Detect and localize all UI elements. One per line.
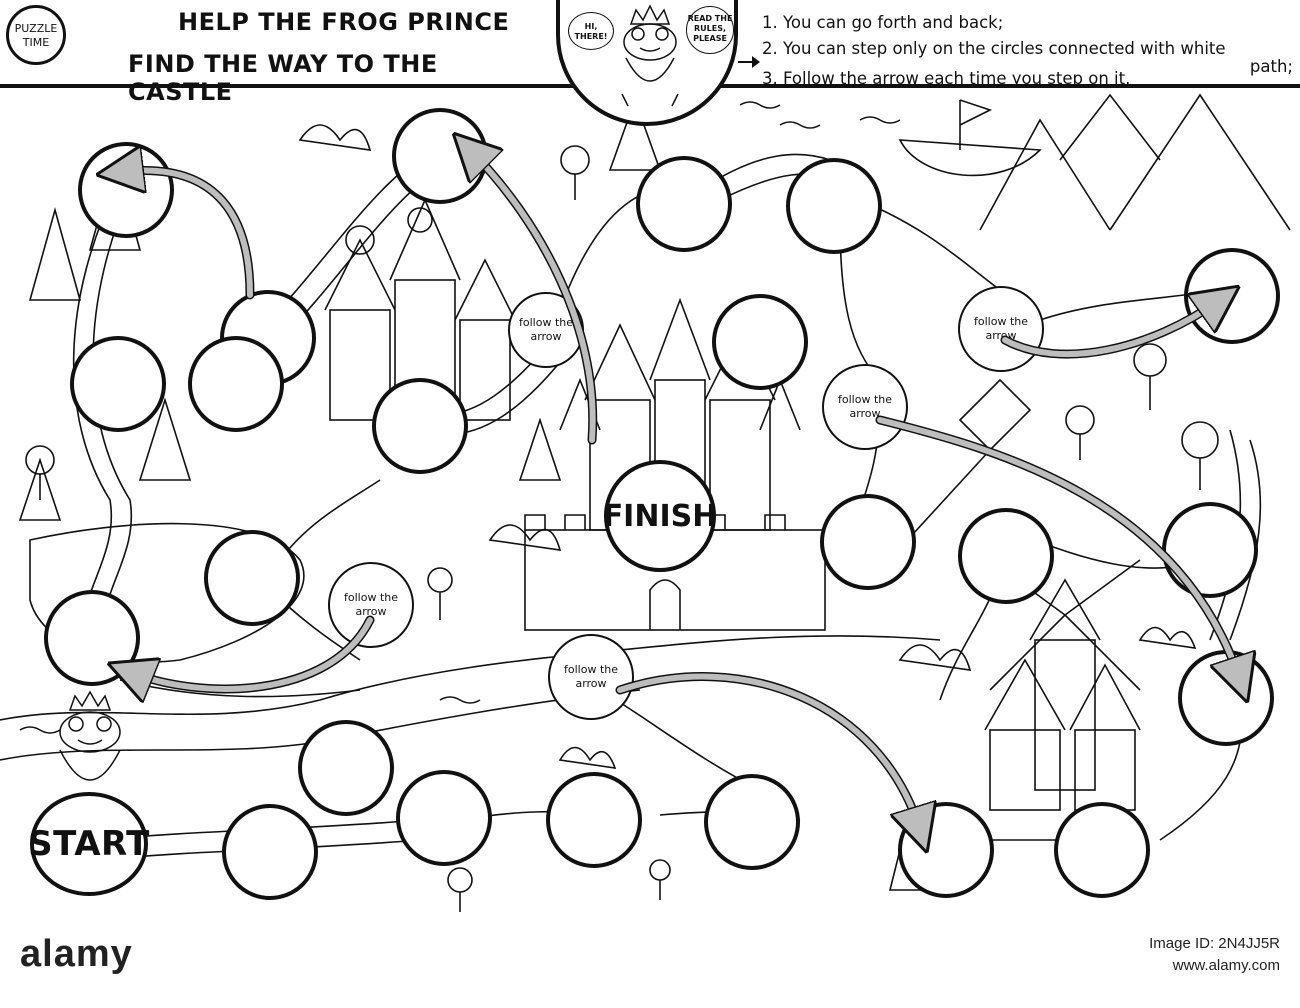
board-space[interactable] <box>78 142 174 238</box>
board-space[interactable] <box>396 770 492 866</box>
badge-line1: PUZZLE <box>14 22 58 35</box>
frog-prince-icon <box>621 4 679 107</box>
rule-2: 2. You can step only on the circles conn… <box>762 39 1226 58</box>
board-space[interactable] <box>1178 650 1274 746</box>
map-illustration <box>0 93 1291 912</box>
board-space[interactable] <box>898 802 994 898</box>
follow-arrow-space[interactable]: follow the arrow <box>328 562 414 648</box>
title-line-1: HELP THE FROG PRINCE <box>178 8 510 36</box>
follow-arrow-space[interactable]: follow the arrow <box>822 364 908 450</box>
board-space[interactable] <box>222 804 318 900</box>
frog-rules-badge: HI, THERE! READ THE RULES, PLEASE <box>556 0 738 126</box>
follow-arrow-label: follow the arrow <box>974 315 1028 342</box>
board-space[interactable] <box>70 336 166 432</box>
board-space[interactable] <box>298 720 394 816</box>
finish-space[interactable]: FINISH <box>602 460 718 572</box>
start-label: START <box>28 824 150 864</box>
board-space[interactable] <box>1162 502 1258 598</box>
board-space[interactable] <box>204 530 300 626</box>
board-space[interactable] <box>636 156 732 252</box>
follow-arrow-label: follow the arrow <box>344 591 398 618</box>
follow-arrow-label: follow the arrow <box>564 663 618 690</box>
rules-list: 1. You can go forth and back; 2. You can… <box>762 10 1297 92</box>
game-sheet: PUZZLE TIME HELP THE FROG PRINCE FIND TH… <box>0 0 1300 912</box>
follow-arrow-space[interactable]: follow the arrow <box>958 286 1044 372</box>
start-space[interactable]: START <box>28 792 150 896</box>
footer-bar: alamy Image ID: 2N4JJ5R www.alamy.com <box>0 915 1300 1008</box>
title-line-2: FIND THE WAY TO THE CASTLE <box>128 50 438 106</box>
rules-arrow-icon <box>738 56 760 68</box>
stock-info: Image ID: 2N4JJ5R www.alamy.com <box>1030 933 1280 977</box>
board-space[interactable] <box>546 772 642 868</box>
follow-arrow-space[interactable]: follow the arrow <box>548 634 634 720</box>
board-space[interactable] <box>712 294 808 390</box>
badge-line2: TIME <box>22 36 50 49</box>
site-url: www.alamy.com <box>1172 957 1280 974</box>
rule-2-continuation: path; <box>1249 57 1293 76</box>
speech-bubble-right: READ THE RULES, PLEASE <box>686 6 734 54</box>
board-space[interactable] <box>188 336 284 432</box>
board-space[interactable] <box>704 774 800 870</box>
finish-label: FINISH <box>602 498 718 534</box>
board-space[interactable] <box>1184 248 1280 344</box>
rule-1: 1. You can go forth and back; <box>762 13 1004 32</box>
board-space[interactable] <box>392 108 488 204</box>
board-space[interactable] <box>786 158 882 254</box>
board-space[interactable] <box>44 590 140 686</box>
board-space[interactable] <box>372 378 468 474</box>
follow-arrow-label: follow the arrow <box>519 316 573 343</box>
board-space[interactable] <box>958 508 1054 604</box>
rule-3: 3. Follow the arrow each time you step o… <box>762 69 1131 88</box>
board-space[interactable] <box>1054 802 1150 898</box>
image-id: Image ID: 2N4JJ5R <box>1149 935 1280 952</box>
brand-logo: alamy <box>20 933 133 975</box>
puzzle-time-badge: PUZZLE TIME <box>6 5 66 65</box>
follow-arrow-label: follow the arrow <box>838 393 892 420</box>
frog-prince-start-icon <box>59 690 121 781</box>
board-space[interactable] <box>820 494 916 590</box>
follow-arrow-space[interactable]: follow the arrow <box>508 292 584 368</box>
speech-bubble-left: HI, THERE! <box>568 12 614 50</box>
